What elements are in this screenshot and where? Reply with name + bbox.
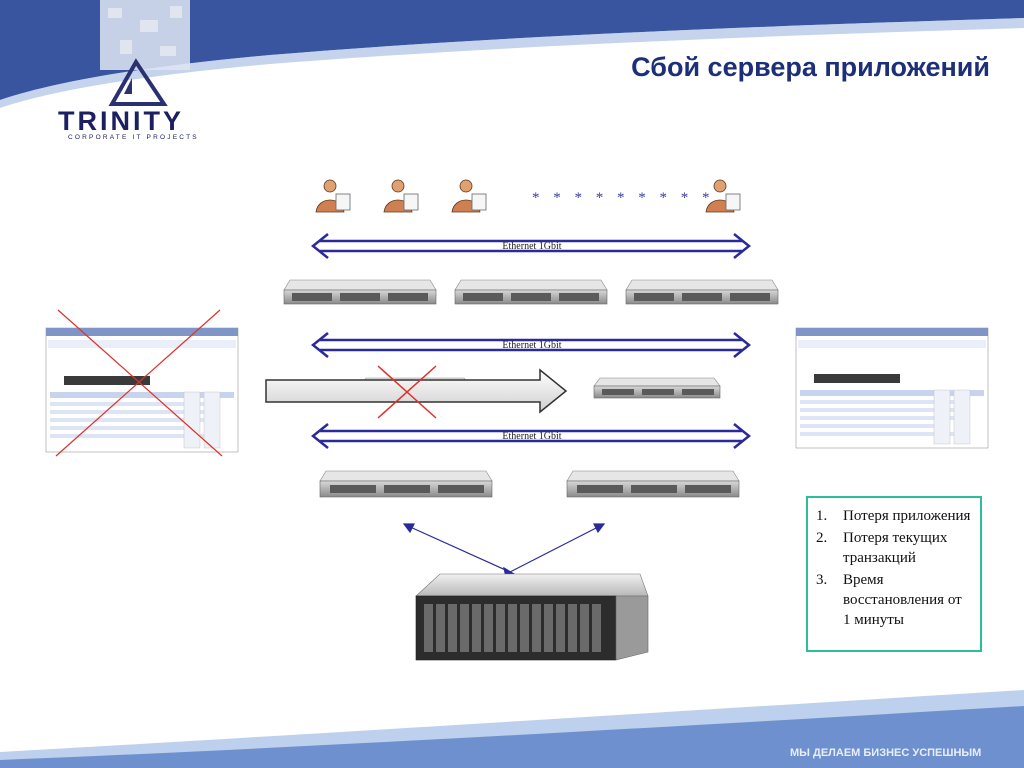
consequence-item: 1.Потеря приложения — [816, 508, 971, 524]
failed-app-cross — [55, 309, 223, 457]
logo-tagline: CORPORATE IT PROJECTS — [68, 134, 199, 141]
consequences-box: 1.Потеря приложения 2.Потеря текущих тра… — [806, 496, 982, 652]
header-band-light — [0, 18, 1024, 108]
link-label-2: Ethernet 1Gbit — [502, 340, 562, 351]
user-icon-3 — [451, 179, 487, 213]
link-label-1: Ethernet 1Gbit — [502, 241, 562, 252]
footer-band — [0, 706, 1024, 768]
db-server-1 — [319, 470, 493, 498]
logo-wordmark: TRINITY — [58, 106, 184, 136]
user-icon-2 — [383, 179, 419, 213]
failed-app-screenshot — [45, 327, 239, 453]
san-connection-arrows — [402, 523, 606, 578]
network-link-arrow-3 — [310, 423, 752, 449]
standby-app-server — [593, 377, 721, 399]
web-server-1 — [283, 279, 437, 305]
header-band — [0, 0, 1024, 100]
network-link-arrow-1 — [310, 233, 752, 259]
storage-array — [415, 573, 649, 661]
logo-speckle — [100, 0, 190, 70]
db-server-2 — [566, 470, 740, 498]
restored-app-screenshot — [795, 327, 989, 449]
failed-server-cross — [377, 365, 437, 419]
user-icon-4 — [705, 179, 741, 213]
consequence-item: 3.Время восстановления от 1 минуты — [816, 572, 962, 628]
slide-title: Сбой сервера приложений — [631, 52, 990, 82]
web-server-2 — [454, 279, 608, 305]
consequences-list: 1.Потеря приложения 2.Потеря текущих тра… — [816, 506, 972, 630]
trinity-triangle-logo — [108, 58, 168, 106]
failover-arrow — [265, 368, 568, 414]
network-link-arrow-2 — [310, 332, 752, 358]
link-label-3: Ethernet 1Gbit — [502, 431, 562, 442]
user-icon-1 — [315, 179, 351, 213]
web-server-3 — [625, 279, 779, 305]
consequence-item: 2.Потеря текущих транзакций — [816, 530, 948, 566]
more-users-ellipsis: * * * * * * * * * — [532, 190, 715, 206]
footer-slogan: МЫ ДЕЛАЕМ БИЗНЕС УСПЕШНЫМ — [790, 747, 982, 759]
